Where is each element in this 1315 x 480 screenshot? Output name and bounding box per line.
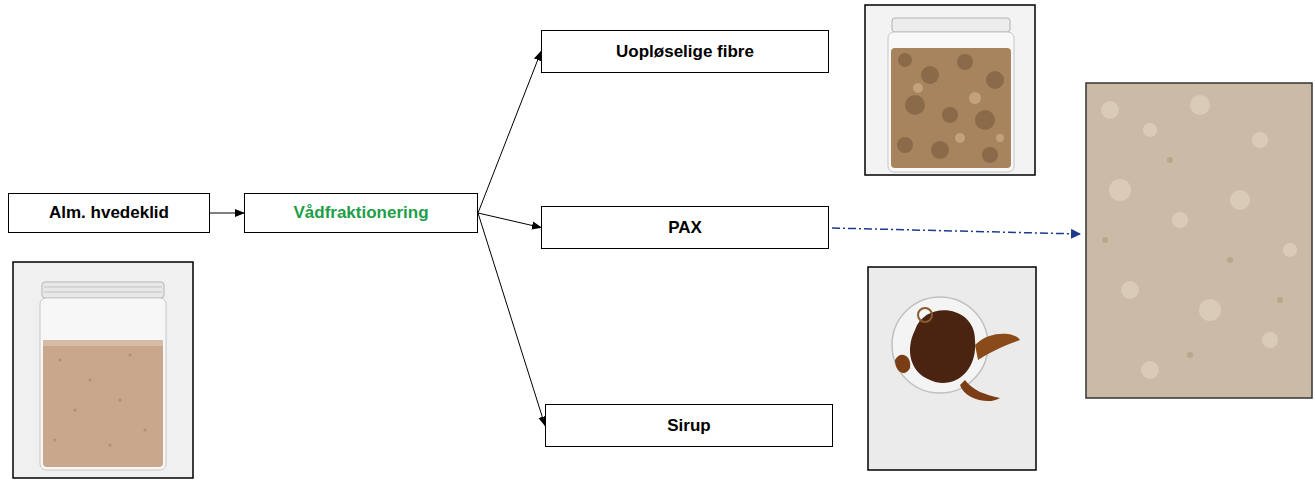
bran-jar-photo [13, 262, 193, 478]
output-box: PAX [541, 206, 829, 249]
box-label: PAX [668, 218, 702, 238]
box-label: Sirup [667, 416, 710, 436]
flow-arrow [210, 213, 244, 214]
flow-arrow [478, 52, 541, 214]
process-box: Vådfraktionering [244, 193, 478, 233]
box-label: Alm. hvedeklid [49, 203, 169, 223]
syrup-photo [868, 267, 1036, 470]
box-label: Uopløselige fibre [616, 42, 754, 62]
fibre-jar-photo [865, 5, 1035, 175]
flow-arrow [478, 213, 541, 228]
flow-arrow [478, 213, 545, 426]
output-box: Uopløselige fibre [541, 30, 829, 73]
source-box: Alm. hvedeklid [8, 193, 210, 233]
box-label: Vådfraktionering [293, 203, 428, 223]
dashed-leader [832, 228, 1080, 234]
output-box: Sirup [545, 404, 833, 447]
pax-powder-photo [832, 83, 1312, 398]
